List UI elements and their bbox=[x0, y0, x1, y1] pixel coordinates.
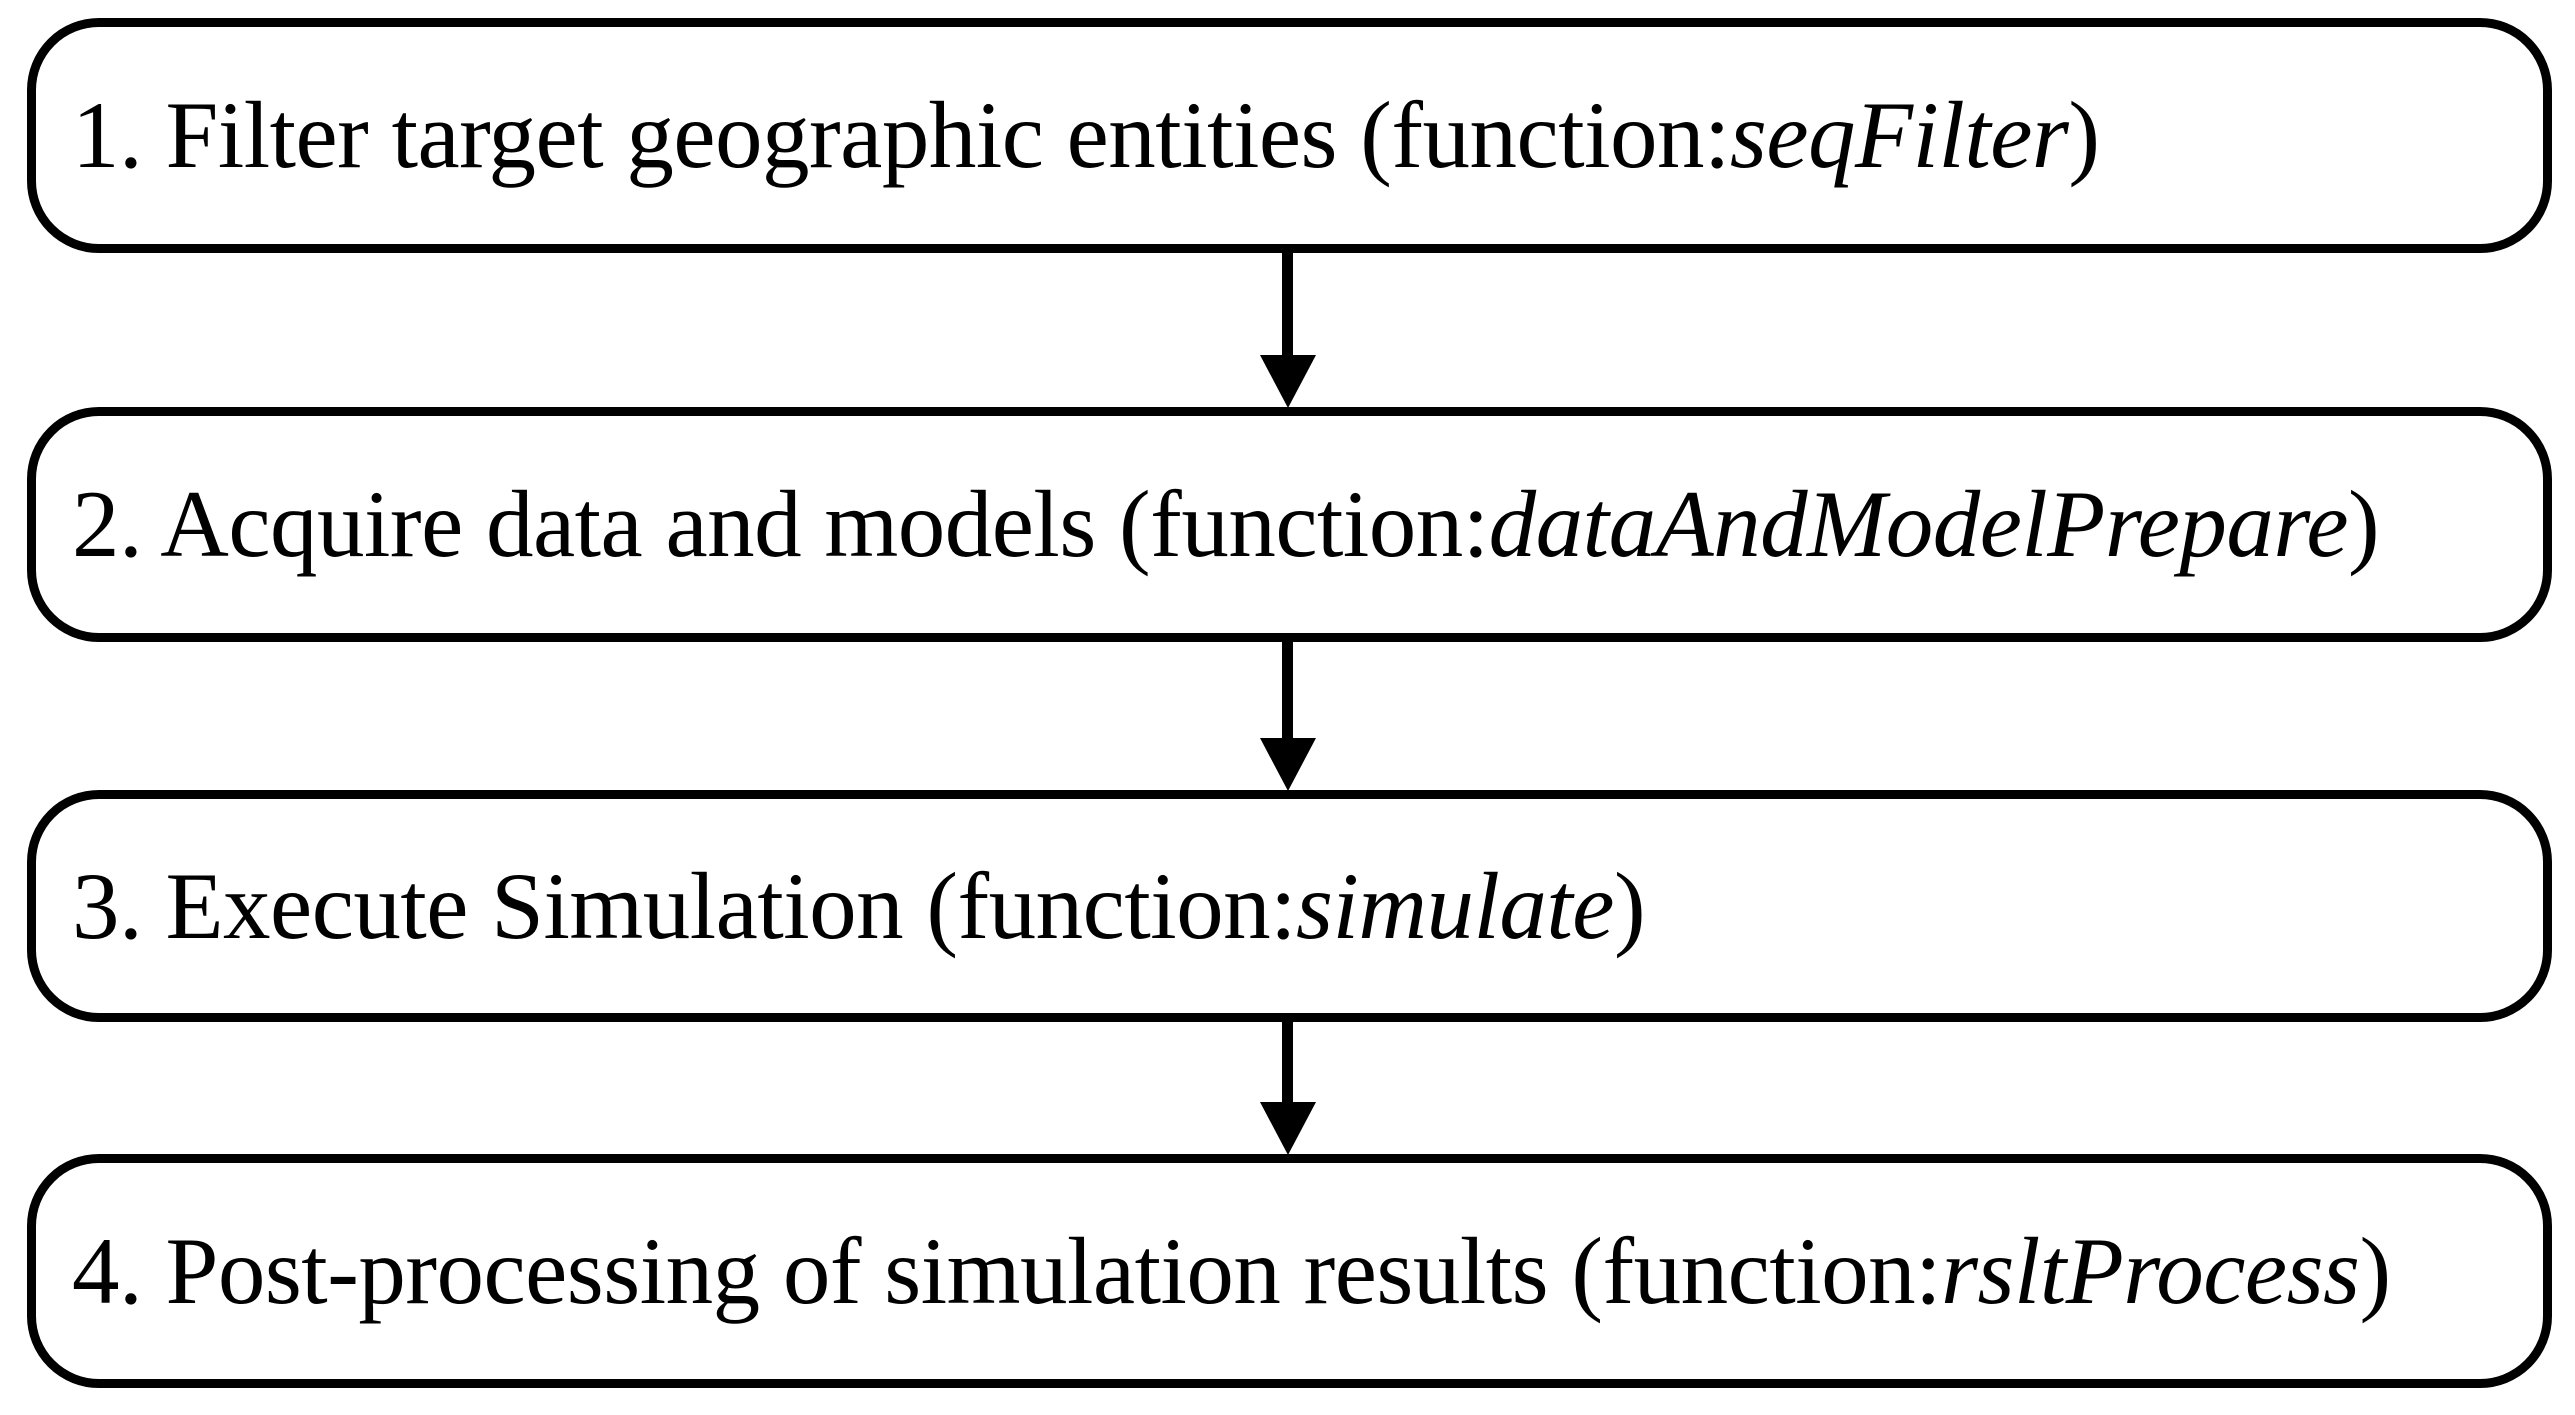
step-4-text: Post-processing of simulation results (f… bbox=[165, 1217, 1942, 1324]
step-4-closing-paren: ) bbox=[2359, 1217, 2392, 1324]
step-2-text: Acquire data and models (function: bbox=[160, 471, 1489, 578]
flow-node-step-2[interactable]: 2. Acquire data and models (function:dat… bbox=[27, 407, 2552, 642]
down-arrow-icon bbox=[1260, 738, 1316, 791]
flow-node-step-2-label: 2. Acquire data and models (function:dat… bbox=[36, 475, 2409, 574]
step-3-function-name: simulate bbox=[1296, 852, 1614, 959]
step-4-number: 4. bbox=[72, 1217, 166, 1324]
down-arrow-icon bbox=[1260, 355, 1316, 408]
step-2-closing-paren: ) bbox=[2348, 471, 2380, 578]
flow-node-step-1[interactable]: 1. Filter target geographic entities (fu… bbox=[27, 18, 2552, 253]
flow-node-step-4-label: 4. Post-processing of simulation results… bbox=[36, 1221, 2421, 1321]
flow-node-step-3[interactable]: 3. Execute Simulation (function:simulate… bbox=[27, 790, 2552, 1022]
edge-arrow-step3-step4 bbox=[1260, 1021, 1316, 1155]
step-1-number: 1. bbox=[72, 82, 166, 189]
edge-arrow-step1-step2 bbox=[1260, 252, 1316, 408]
arrow-shaft bbox=[1282, 1021, 1293, 1103]
step-1-function-name: seqFilter bbox=[1729, 82, 2069, 189]
step-3-number: 3. bbox=[72, 852, 166, 959]
arrow-shaft bbox=[1282, 641, 1293, 739]
step-2-number: 2. bbox=[72, 471, 161, 578]
step-2-function-name: dataAndModelPrepare bbox=[1488, 471, 2349, 578]
down-arrow-icon bbox=[1260, 1102, 1316, 1155]
step-1-closing-paren: ) bbox=[2068, 82, 2100, 189]
edge-arrow-step2-step3 bbox=[1260, 641, 1316, 791]
flow-node-step-3-label: 3. Execute Simulation (function:simulate… bbox=[36, 856, 1675, 956]
step-4-function-name: rsltProcess bbox=[1941, 1217, 2360, 1324]
step-1-text: Filter target geographic entities (funct… bbox=[165, 82, 1731, 189]
flow-node-step-4[interactable]: 4. Post-processing of simulation results… bbox=[27, 1154, 2552, 1388]
arrow-shaft bbox=[1282, 252, 1293, 356]
flow-node-step-1-label: 1. Filter target geographic entities (fu… bbox=[36, 86, 2130, 185]
step-3-closing-paren: ) bbox=[1613, 852, 1646, 959]
step-3-text: Execute Simulation (function: bbox=[165, 852, 1297, 959]
